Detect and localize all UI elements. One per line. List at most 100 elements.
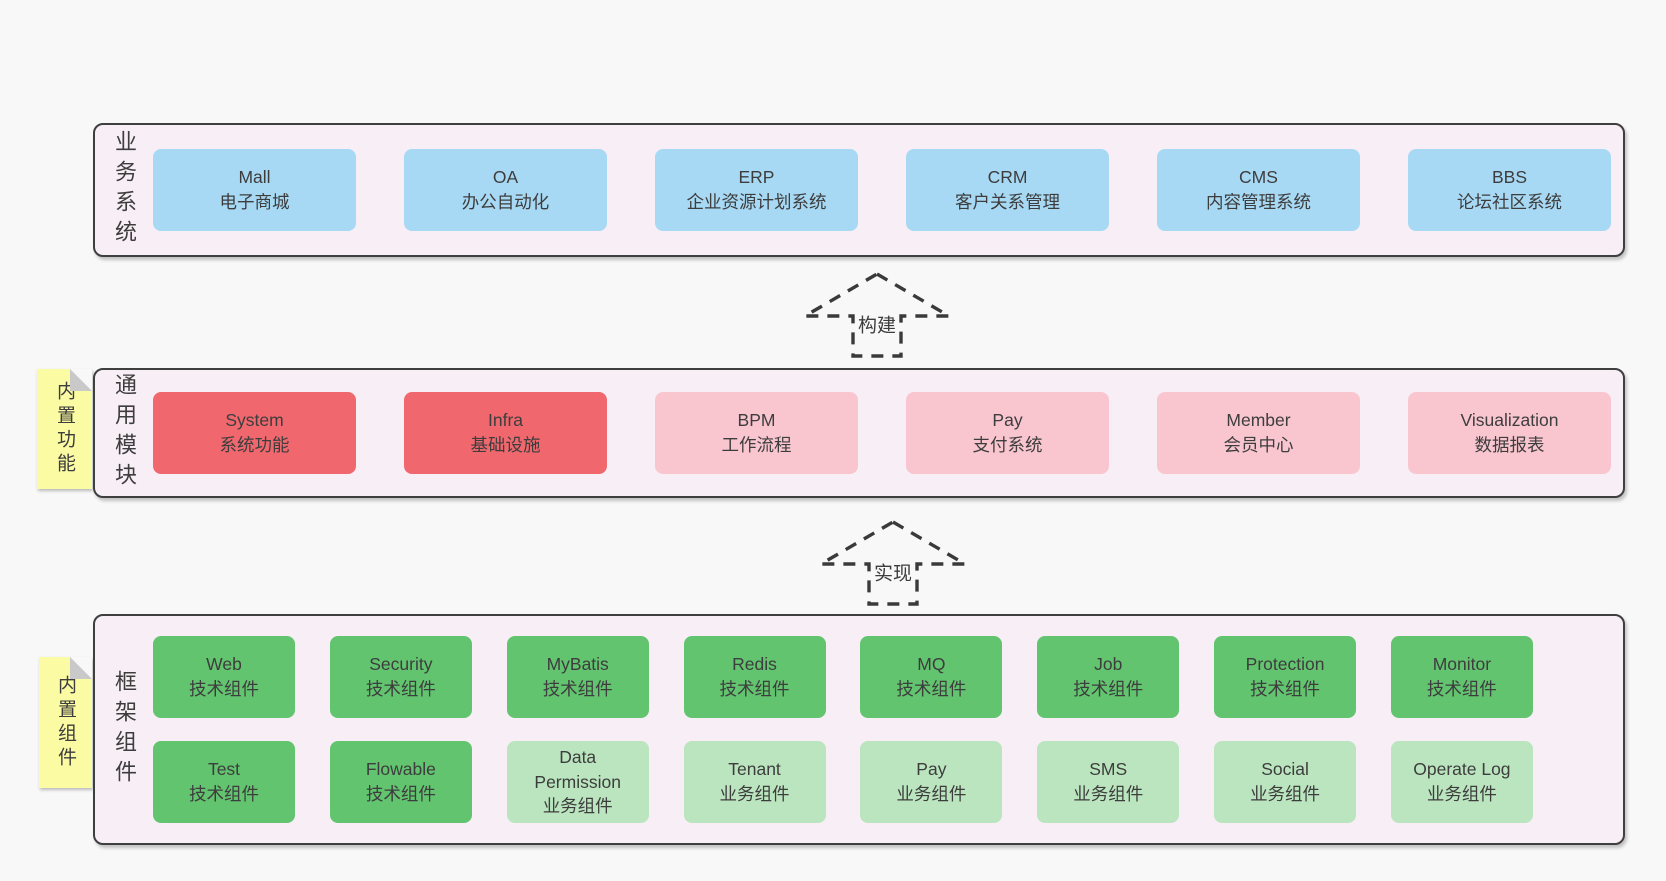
sticky-built-in-components: 内置组件 <box>39 657 92 788</box>
arrow-implement: 实现 <box>813 519 973 607</box>
box-subtitle: 技术组件 <box>1250 679 1321 699</box>
box-title: Visualization <box>1460 410 1559 431</box>
band-label-text: 框架组件 <box>112 669 137 790</box>
box-subtitle: 业务组件 <box>896 784 967 804</box>
sticky-built-in-features: 内置功能 <box>37 369 92 489</box>
box-pay-component: Pay 业务组件 <box>860 741 1003 823</box>
box-erp: ERP 企业资源计划系统 <box>655 149 858 231</box>
box-title: Infra <box>487 410 524 431</box>
box-title: MQ <box>917 654 946 675</box>
box-title: Monitor <box>1432 654 1492 675</box>
box-subtitle: 技术组件 <box>719 679 790 699</box>
box-title: CRM <box>987 167 1028 188</box>
box-subtitle: 业务组件 <box>719 784 790 804</box>
arrow-label: 构建 <box>854 309 900 339</box>
box-subtitle: 技术组件 <box>542 679 613 699</box>
box-job: Job 技术组件 <box>1037 636 1180 718</box>
grid-row-tech: Web 技术组件 Security 技术组件 MyBatis 技术组件 Redi… <box>153 636 1533 718</box>
block-arrow-icon <box>798 272 956 358</box>
band-business-systems: 业务系统 Mall 电子商城 OA 办公自动化 ERP 企业资源计划系统 CRM… <box>93 123 1625 257</box>
band-label-common-modules: 通用模块 <box>95 370 153 496</box>
arrow-build: 构建 <box>797 271 957 359</box>
band-label-text: 业务系统 <box>112 130 137 250</box>
box-title: Member <box>1226 410 1291 431</box>
box-title: Redis <box>732 654 777 675</box>
box-bbs: BBS 论坛社区系统 <box>1408 149 1611 231</box>
box-subtitle: 工作流程 <box>721 435 792 455</box>
band-common-modules: 通用模块 System 系统功能 Infra 基础设施 BPM 工作流程 Pay… <box>93 368 1625 498</box>
band-label-framework-components: 框架组件 <box>95 616 153 843</box>
box-crm: CRM 客户关系管理 <box>906 149 1109 231</box>
box-security: Security 技术组件 <box>329 636 472 718</box>
box-data-permission: Data Permission 业务组件 <box>506 741 649 823</box>
box-subtitle: 办公自动化 <box>461 192 550 212</box>
box-title: Test <box>207 759 241 780</box>
box-subtitle: 客户关系管理 <box>955 192 1060 212</box>
box-title: Job <box>1094 654 1123 675</box>
box-infra: Infra 基础设施 <box>404 392 607 474</box>
box-sms: SMS 业务组件 <box>1037 741 1180 823</box>
band-framework-components: 框架组件 Web 技术组件 Security 技术组件 MyBatis 技术组件… <box>93 614 1625 845</box>
box-cms: CMS 内容管理系统 <box>1157 149 1360 231</box>
box-title: OA <box>492 167 519 188</box>
box-subtitle: 数据报表 <box>1474 435 1545 455</box>
box-mq: MQ 技术组件 <box>860 636 1003 718</box>
box-oa: OA 办公自动化 <box>404 149 607 231</box>
box-subtitle: 技术组件 <box>1426 679 1497 699</box>
box-subtitle: 业务组件 <box>1426 784 1497 804</box>
box-pay-module: Pay 支付系统 <box>906 392 1109 474</box>
block-arrow-icon <box>814 520 972 606</box>
box-subtitle: 企业资源计划系统 <box>686 192 827 212</box>
box-system: System 系统功能 <box>153 392 356 474</box>
box-redis: Redis 技术组件 <box>683 636 826 718</box>
grid-row-business: Test 技术组件 Flowable 技术组件 Data Permission … <box>153 741 1533 823</box>
box-title: Pay <box>916 759 947 780</box>
box-title: BPM <box>737 410 776 431</box>
box-bpm: BPM 工作流程 <box>655 392 858 474</box>
sticky-text: 内置组件 <box>55 674 76 771</box>
box-tenant: Tenant 业务组件 <box>683 741 826 823</box>
box-subtitle: 业务组件 <box>1250 784 1321 804</box>
box-visualization: Visualization 数据报表 <box>1408 392 1611 474</box>
band-boxes-row: System 系统功能 Infra 基础设施 BPM 工作流程 Pay 支付系统… <box>153 370 1611 496</box>
box-title: Protection <box>1245 654 1325 675</box>
box-title: BBS <box>1491 167 1528 188</box>
sticky-text: 内置功能 <box>54 381 75 477</box>
box-title: Security <box>369 654 433 675</box>
box-flowable: Flowable 技术组件 <box>329 741 472 823</box>
arrow-label: 实现 <box>870 557 916 587</box>
box-title: Flowable <box>365 759 436 780</box>
box-subtitle: 基础设施 <box>470 435 541 455</box>
box-subtitle: 技术组件 <box>365 679 436 699</box>
box-title: MyBatis <box>546 654 609 675</box>
band-boxes-row: Mall 电子商城 OA 办公自动化 ERP 企业资源计划系统 CRM 客户关系… <box>153 125 1611 255</box>
box-subtitle: 业务组件 <box>1073 784 1144 804</box>
box-subtitle: 业务组件 <box>542 796 613 817</box>
box-title: System <box>225 410 284 431</box>
box-subtitle: 技术组件 <box>1073 679 1144 699</box>
box-subtitle: 内容管理系统 <box>1206 192 1311 212</box>
box-subtitle: 会员中心 <box>1223 435 1294 455</box>
box-title: CMS <box>1239 167 1278 188</box>
box-title: Web <box>206 654 242 675</box>
box-monitor: Monitor 技术组件 <box>1390 636 1533 718</box>
box-subtitle: 技术组件 <box>189 784 259 804</box>
box-social: Social 业务组件 <box>1214 741 1357 823</box>
box-subtitle: 技术组件 <box>896 679 967 699</box>
box-subtitle: 系统功能 <box>219 435 290 455</box>
box-subtitle: 电子商城 <box>219 192 290 212</box>
box-title: Social <box>1261 759 1309 780</box>
box-mall: Mall 电子商城 <box>153 149 356 231</box>
box-title: Operate Log <box>1413 759 1511 780</box>
box-operate-log: Operate Log 业务组件 <box>1390 741 1533 823</box>
box-member: Member 会员中心 <box>1157 392 1360 474</box>
box-subtitle: 论坛社区系统 <box>1457 192 1562 212</box>
box-title: Mall <box>238 167 271 188</box>
box-title: Data Permission <box>534 746 621 792</box>
box-subtitle: 技术组件 <box>189 679 259 699</box>
box-title: Tenant <box>728 759 781 780</box>
box-title: Pay <box>992 410 1023 431</box>
box-subtitle: 技术组件 <box>365 784 436 804</box>
box-mybatis: MyBatis 技术组件 <box>506 636 649 718</box>
